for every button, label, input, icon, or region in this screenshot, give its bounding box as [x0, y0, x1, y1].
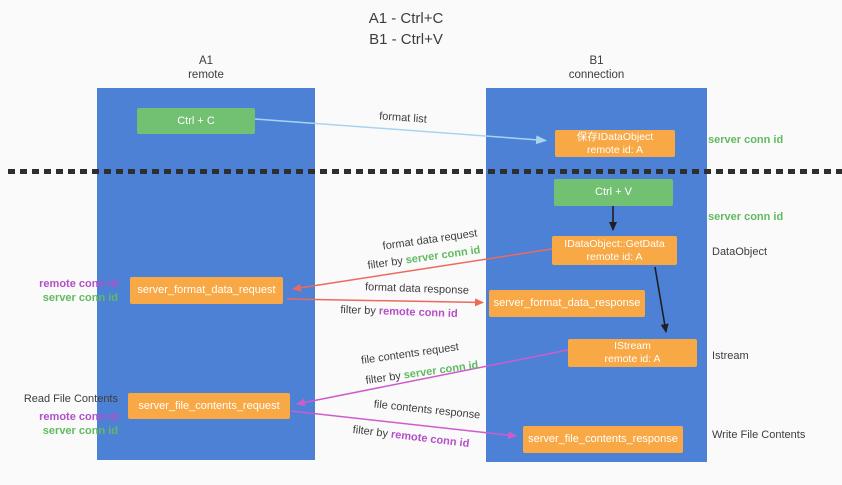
node-ctrl-v: Ctrl + V: [554, 179, 673, 206]
column-b-name: B1: [589, 55, 604, 67]
file-request-conn-ids: remote conn id server conn id: [6, 410, 118, 438]
node-getdata-line1: IDataObject::GetData: [564, 237, 665, 250]
remote-conn-id-inline-1: remote conn id: [378, 305, 458, 321]
node-server-format-data-response-label: server_format_data_response: [493, 297, 641, 309]
format-data-response-label: format data response: [364, 281, 470, 297]
server-conn-id-label-mid: server conn id: [708, 211, 784, 223]
server-conn-id-label-top: server conn id: [708, 134, 784, 146]
write-file-contents-label: Write File Contents: [712, 429, 806, 441]
filter-by-text-1: filter by: [366, 254, 407, 272]
server-conn-id-label-2: server conn id: [42, 425, 118, 437]
remote-conn-id-label-2: remote conn id: [39, 411, 118, 423]
server-conn-id-inline-2: server conn id: [402, 359, 480, 382]
node-save-idataobject-line2: remote id: A: [586, 143, 644, 156]
node-server-file-contents-request-label: server_file_contents_request: [138, 399, 280, 412]
node-getdata-line2: remote id: A: [586, 250, 643, 263]
column-a-header: A1 remote: [97, 54, 315, 82]
node-server-file-contents-response-label: server_file_contents_response: [528, 433, 678, 445]
format-request-conn-ids: remote conn id server conn id: [6, 277, 118, 305]
arrow-format-data-response: [286, 298, 484, 307]
node-istream: IStream remote id: A: [568, 339, 697, 367]
dataobject-label: DataObject: [712, 246, 768, 258]
format-data-response-filter-label: filter by remote conn id: [340, 304, 458, 320]
node-ctrl-c-label: Ctrl + C: [177, 114, 215, 127]
remote-conn-id-label-1: remote conn id: [39, 278, 118, 290]
node-idataobject-getdata: IDataObject::GetData remote id: A: [552, 236, 677, 265]
file-contents-response-filter-label: filter by remote conn id: [352, 424, 470, 450]
node-istream-line1: IStream: [614, 340, 651, 352]
server-conn-id-label-1: server conn id: [42, 292, 118, 304]
file-contents-response-label: file contents response: [373, 398, 481, 422]
node-save-idataobject-line1: 保存IDataObject: [576, 130, 654, 143]
column-a-name: A1: [198, 55, 214, 67]
read-file-contents-label: Read File Contents: [23, 393, 118, 405]
diagram-title: A1 - Ctrl+C B1 - Ctrl+V: [369, 8, 444, 50]
istream-side-label: Istream: [712, 350, 749, 362]
node-server-format-data-request-label: server_format_data_request: [137, 284, 276, 296]
node-server-file-contents-response: server_file_contents_response: [523, 426, 683, 453]
session-divider-dotted-line: [8, 169, 842, 174]
title-line-1: A1 - Ctrl+C: [368, 10, 444, 27]
filter-by-text-3: filter by: [364, 369, 405, 387]
node-server-file-contents-request: server_file_contents_request: [128, 393, 290, 419]
filter-by-text-4: filter by: [352, 423, 392, 441]
node-server-format-data-response: server_format_data_response: [489, 290, 645, 317]
remote-conn-id-inline-2: remote conn id: [390, 428, 470, 451]
filter-by-text-2: filter by: [340, 303, 380, 318]
title-line-2: B1 - Ctrl+V: [369, 31, 443, 48]
column-a-role: remote: [188, 69, 224, 81]
node-save-idataobject: 保存IDataObject remote id: A: [555, 130, 675, 157]
column-b-header: B1 connection: [486, 54, 707, 82]
column-b-role: connection: [568, 69, 625, 81]
node-server-format-data-request: server_format_data_request: [130, 277, 283, 304]
node-ctrl-c: Ctrl + C: [137, 108, 255, 134]
node-istream-line2: remote id: A: [604, 353, 661, 365]
node-ctrl-v-label: Ctrl + V: [595, 186, 632, 198]
format-list-label: format list: [378, 110, 428, 126]
